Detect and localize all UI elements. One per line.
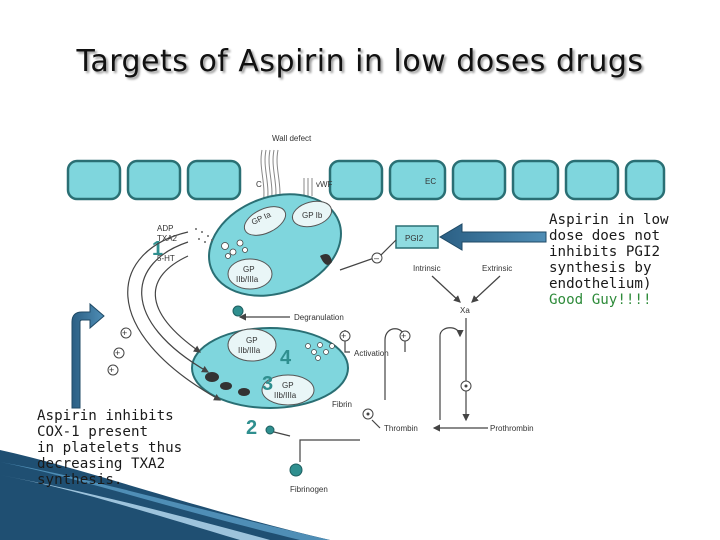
good-guy-line: Good Guy!!!!	[549, 292, 652, 308]
pgi2-pointer-arrow	[439, 223, 547, 251]
xa-label: Xa	[460, 306, 470, 315]
gp-iib-upper-label-1: GP	[243, 265, 255, 274]
fibrin-label: Fibrin	[332, 400, 352, 409]
dense-bodies-lower	[205, 372, 250, 396]
plus-marker-loop	[399, 330, 411, 342]
step-number-3: 3	[262, 373, 273, 395]
intrinsic-label: Intrinsic	[413, 264, 441, 273]
granules-upper	[221, 239, 248, 259]
extrinsic-arrow	[471, 275, 501, 303]
note-line: Aspirin inhibits	[37, 408, 174, 424]
note-line: dose does not	[549, 228, 661, 244]
minus-sign: –	[374, 253, 379, 263]
collagen-label: C	[256, 180, 262, 189]
fibrinogen-label: Fibrinogen	[290, 485, 328, 494]
extrinsic-label: Extrinsic	[482, 264, 512, 273]
slide-title: Targets of Aspirin in low doses drugs	[76, 44, 644, 79]
feedback-arcs	[127, 231, 222, 401]
dense-body-upper	[320, 254, 332, 265]
thrombin-to-fibrin	[371, 419, 381, 429]
plus-sign: +	[401, 331, 406, 341]
wall-defect-label: Wall defect	[272, 134, 312, 143]
gp-ib-label: GP Ib	[302, 211, 323, 220]
gp-iib-upper-label-2: IIb/IIIa	[236, 275, 259, 284]
decorative-swoosh	[0, 450, 330, 540]
cox1-explanation: Aspirin inhibits COX-1 present in platel…	[37, 408, 197, 488]
pgi2-box	[395, 225, 439, 249]
pgi2-label: PGI2	[405, 234, 424, 243]
gp-mid-label-2: IIb/IIIa	[238, 346, 261, 355]
prothrombin-feedback	[439, 327, 464, 420]
marker-gp-fib	[265, 425, 275, 435]
gp-iib-receptor-mid	[227, 328, 277, 362]
plus-marker-activation	[339, 330, 351, 342]
marker-dot	[366, 412, 370, 416]
plus-sign: +	[341, 331, 346, 341]
plus-sign: +	[122, 328, 127, 338]
degranulation-label: Degranulation	[294, 313, 344, 322]
note-line: synthesis by	[549, 260, 652, 276]
step-number-4: 4	[280, 347, 292, 369]
note-line: inhibits PGI2	[549, 244, 661, 260]
gp-ia-receptor	[243, 206, 287, 236]
gp-mid-label-1: GP	[246, 336, 258, 345]
gp-low-label-2: IIb/IIIa	[274, 391, 297, 400]
activation-label: Activation	[354, 349, 389, 358]
gp-iib-receptor-upper	[227, 258, 273, 290]
pgi2-inhibit-line	[339, 239, 397, 271]
pgi2-explanation: Aspirin in low dose does not inhibits PG…	[549, 212, 717, 308]
marker-dot	[464, 384, 468, 388]
note-line: decreasing TXA2	[37, 456, 166, 472]
thrombin-label: Thrombin	[384, 424, 418, 433]
gp-iib-receptor-low	[261, 374, 315, 406]
step-number-1: 1	[152, 238, 163, 260]
minus-marker	[371, 252, 383, 264]
note-line: COX-1 present	[37, 424, 149, 440]
released-granules	[305, 342, 335, 361]
step-number-2: 2	[246, 417, 257, 439]
note-line: synthesis.	[37, 472, 123, 488]
fibrinogen-to-fibrin	[299, 439, 360, 462]
5ht-label: 5-HT	[157, 254, 175, 263]
mediator-dots	[195, 228, 213, 243]
plus-markers-left	[107, 327, 132, 376]
gp-ib-receptor	[291, 200, 333, 228]
note-line: Aspirin in low	[549, 212, 669, 228]
ec-label: EC	[425, 177, 436, 186]
vwf-label: vWF	[316, 180, 333, 189]
intrinsic-arrow	[431, 275, 461, 303]
cox1-pointer-arrow	[71, 302, 105, 409]
adp-label: ADP	[157, 224, 173, 233]
fibrinogen-molecule	[289, 463, 303, 477]
plus-sign: +	[109, 365, 114, 375]
prothrombin-label: Prothrombin	[490, 424, 534, 433]
marker-degran	[232, 305, 244, 317]
endothelium-row	[66, 159, 666, 201]
note-line: endothelium)	[549, 276, 652, 292]
note-line: in platelets thus	[37, 440, 183, 456]
plus-sign: +	[115, 348, 120, 358]
gp-low-label-1: GP	[282, 381, 294, 390]
